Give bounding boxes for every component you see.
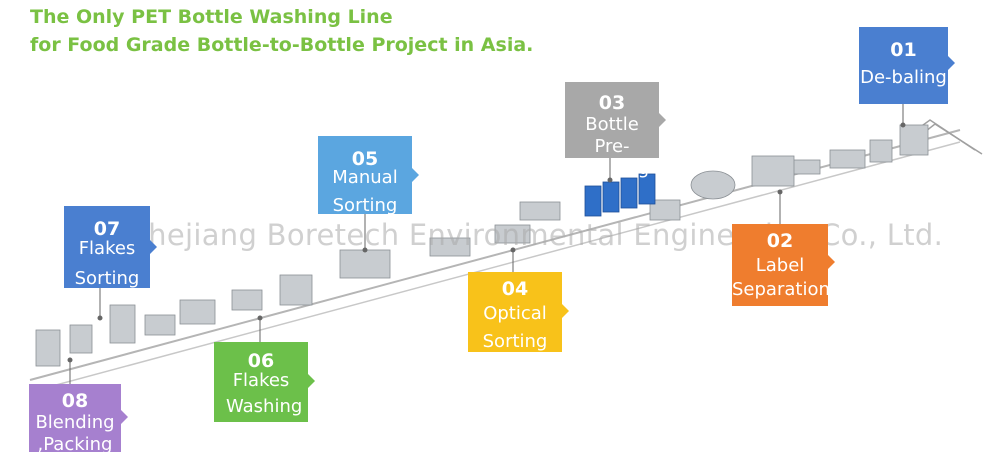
step-label: Manual Sorting — [332, 167, 398, 216]
step-label: Flakes Washing — [226, 370, 303, 417]
leader-lines — [67, 104, 906, 384]
pointer-arrow — [150, 240, 157, 254]
step-07-flakes-sorting: 07 Flakes Sorting — [64, 206, 150, 289]
step-number: 03 — [598, 92, 626, 114]
pointer-arrow — [121, 410, 128, 424]
step-number: 04 — [501, 278, 529, 300]
step-02-label-separation: 02 Label Separation — [732, 224, 830, 306]
pointer-arrow — [948, 56, 955, 70]
headline-line-1: The Only PET Bottle Washing Line — [30, 6, 393, 28]
step-03-bottle-prewashing: 03 Bottle Pre-washing — [565, 82, 659, 179]
step-01-de-baling: 01 De-baling — [859, 27, 948, 104]
step-06-flakes-washing: 06 Flakes Washing — [214, 342, 308, 422]
step-number: 02 — [766, 230, 794, 252]
step-08-blending-packing: 08 Blending ,Packing — [29, 384, 121, 455]
pointer-arrow — [412, 168, 419, 182]
step-number: 05 — [351, 148, 379, 170]
pointer-arrow — [562, 304, 569, 318]
pointer-arrow — [308, 374, 315, 388]
machines — [35, 124, 929, 367]
step-number: 01 — [890, 39, 917, 61]
headline-line-2: for Food Grade Bottle-to-Bottle Project … — [30, 34, 534, 56]
step-label: Label Separation — [732, 255, 830, 300]
step-label: Flakes Sorting — [74, 238, 140, 289]
step-04-optical-sorting: 04 Optical Sorting — [468, 272, 562, 352]
step-05-manual-sorting: 05 Manual Sorting — [318, 136, 412, 216]
step-label: De-baling — [860, 67, 947, 88]
step-label: Bottle Pre-washing — [574, 114, 650, 179]
prewash-unit — [584, 173, 656, 217]
step-label: Optical Sorting — [482, 303, 548, 352]
step-label: Blending ,Packing — [35, 412, 115, 455]
pointer-arrow — [828, 255, 835, 269]
pointer-arrow — [659, 113, 666, 127]
step-number: 08 — [61, 390, 89, 412]
step-number: 07 — [93, 218, 121, 240]
step-number: 06 — [247, 350, 275, 372]
